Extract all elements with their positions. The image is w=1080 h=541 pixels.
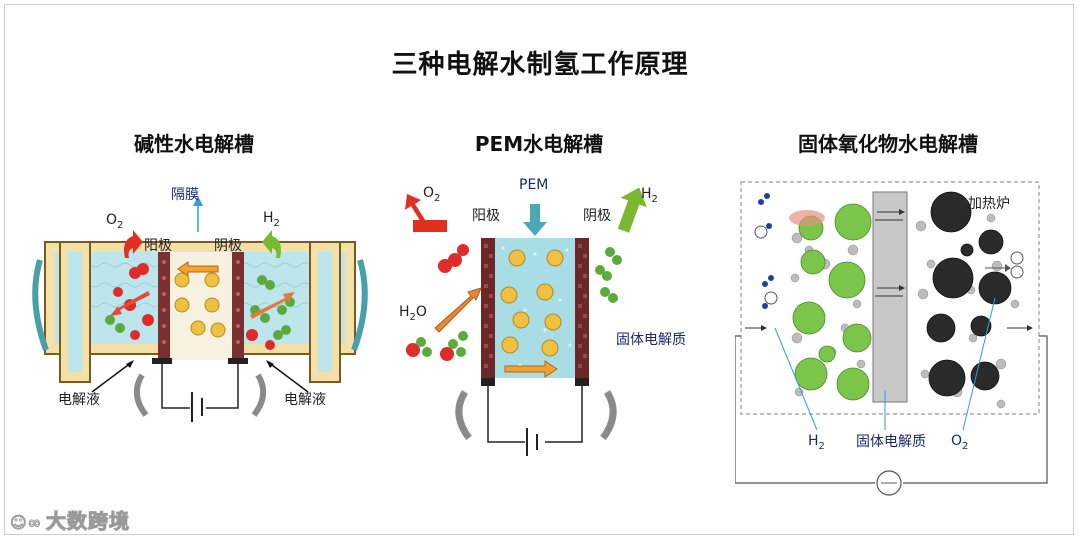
alkaline-panel-title: 碱性水电解槽 [134,132,254,156]
diaphragm-label: 隔膜 [171,187,199,203]
alkaline-cathode-label: 阴极 [214,238,242,254]
alkaline-electrolyte-left-label: 电解液 [58,392,100,408]
pem-solid-electrolyte-label: 固体电解质 [616,332,686,348]
page-title: 三种电解水制氢工作原理 [391,50,689,80]
watermark-logo: ☺∞大数跨境 [9,509,131,534]
pem-o2-label: O2 [423,185,441,204]
soec-diagram [735,178,1055,498]
pem-membrane-label: PEM [519,177,549,193]
soec-o2-label: O2 [951,433,969,452]
soec-panel-title: 固体氧化物水电解槽 [798,132,978,156]
alkaline-h2-label: H2 [263,210,280,229]
furnace-label: 加热炉 [968,196,1010,212]
watermark-text: 大数跨境 [46,509,131,534]
pem-anode-label: 阳极 [472,208,500,224]
alkaline-electrolyte-right-label: 电解液 [284,392,326,408]
alkaline-anode-label: 阳极 [144,238,172,254]
alkaline-o2-label: O2 [106,212,124,231]
pem-diagram [385,170,705,460]
soec-h2-label: H2 [808,433,825,452]
pem-cathode-label: 阴极 [583,208,611,224]
pem-h2o-label: H2O [399,304,427,323]
pem-panel-title: PEM水电解槽 [474,132,604,156]
slide-frame [4,4,1074,535]
soec-solid-electrolyte-label: 固体电解质 [856,434,926,450]
alkaline-diagram [30,170,370,430]
pem-h2-label: H2 [641,186,658,205]
